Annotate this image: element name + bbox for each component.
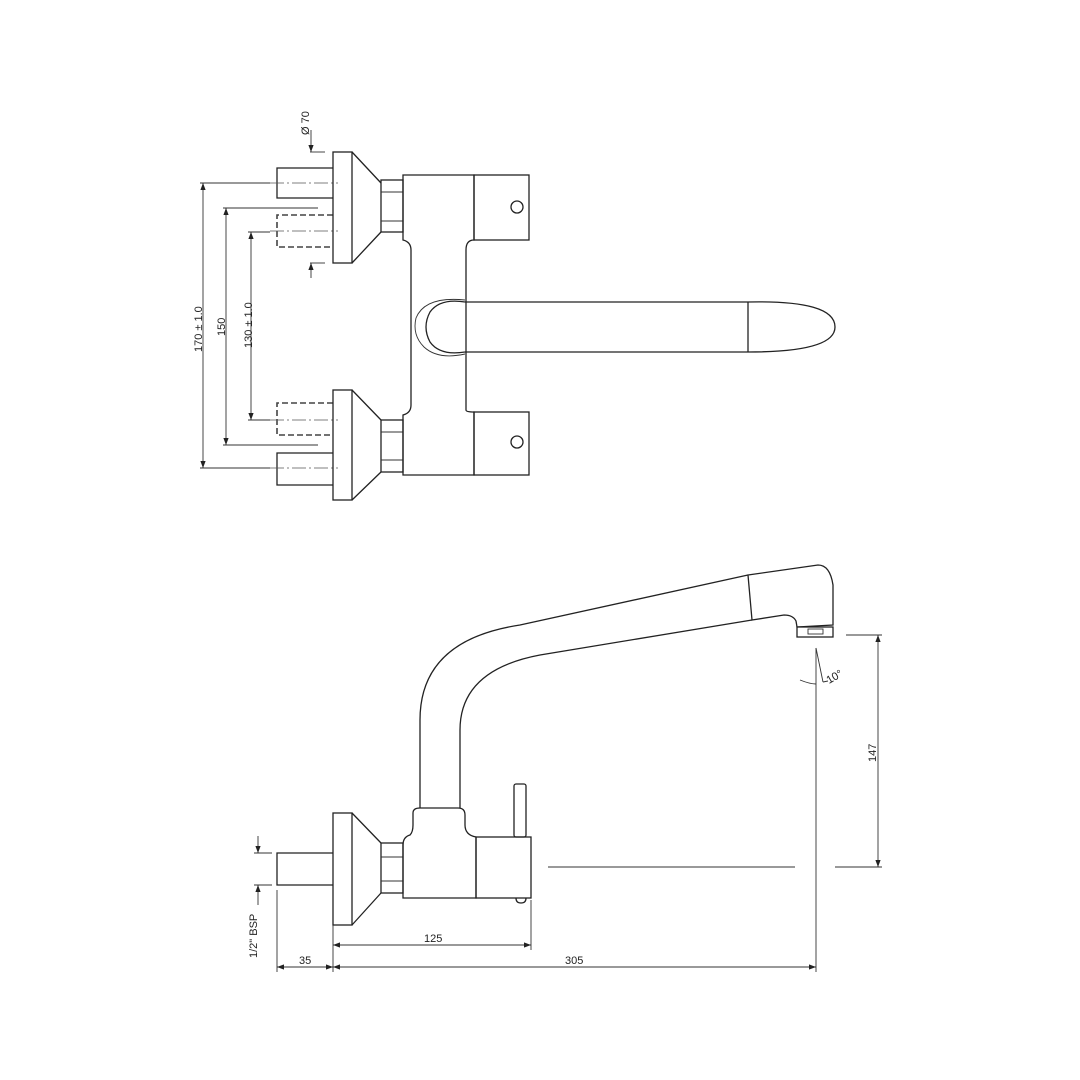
lower-pipe [276, 452, 333, 486]
upper-flange [332, 151, 353, 264]
lever-handle [513, 783, 527, 838]
flange-cone [351, 812, 382, 926]
lower-screw-hole [510, 435, 524, 449]
lower-flange [332, 389, 353, 501]
dim-height-label: 147 [867, 744, 879, 762]
lower-cone [351, 389, 382, 501]
connector-nut [380, 842, 404, 894]
mixer-body [402, 174, 475, 476]
upper-handle-block [473, 174, 530, 241]
spout-top-view [465, 301, 836, 353]
spout-outer [419, 574, 749, 808]
side-view: 147 10° 125 305 35 1/2" BSP [248, 564, 882, 972]
dim-diameter-label: Ø 70 [300, 111, 312, 135]
upper-nut [380, 179, 404, 233]
upper-screw-hole [510, 200, 524, 214]
dim-outer-spacing-label: 170 ± 1.0 [193, 306, 205, 352]
dim-thread-label: 1/2" BSP [248, 914, 260, 958]
valve-body [402, 807, 477, 899]
lower-pipe-hidden [276, 402, 333, 436]
dim-mid-spacing-label: 150 [216, 318, 228, 336]
dim-body-depth-label: 125 [424, 933, 442, 945]
spout-head [747, 564, 834, 628]
wall-flange [332, 812, 353, 926]
aerator [796, 626, 834, 638]
dim-wall-offset-label: 35 [299, 955, 311, 967]
handle-block [475, 836, 532, 899]
spout-inner [459, 619, 753, 808]
dim-projection-label: 305 [565, 955, 583, 967]
inlet-pipe [276, 852, 333, 886]
dim-angle-label: 10° [825, 668, 845, 687]
top-view: Ø 70 170 ± 1.0 150 130 ± 1.0 [193, 111, 836, 501]
lower-nut [380, 419, 404, 473]
upper-cone [351, 151, 382, 264]
dim-inner-spacing-label: 130 ± 1.0 [243, 302, 255, 348]
lower-handle-block [473, 411, 530, 476]
